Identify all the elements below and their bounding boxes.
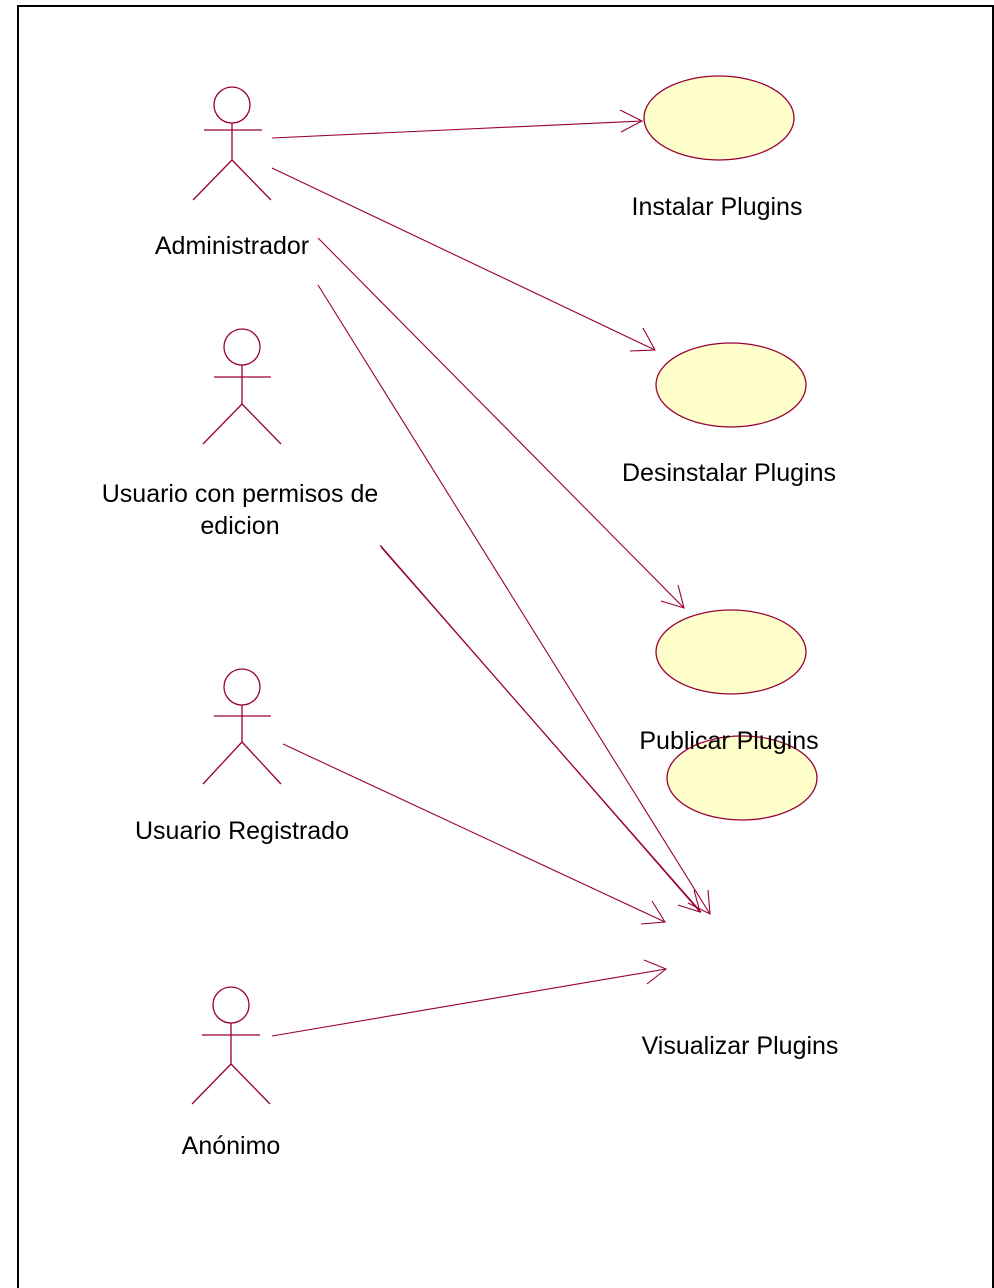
diagram-frame — [17, 5, 994, 1288]
association-admin-publicar[interactable] — [317, 237, 685, 609]
actor-label-editor-line1: Usuario con permisos de — [101, 480, 379, 508]
association-admin-instalar[interactable] — [271, 109, 644, 139]
usecase-label-desinstalar: Desinstalar Plugins — [622, 459, 836, 487]
usecase-label-instalar: Instalar Plugins — [631, 193, 803, 221]
actor-editor[interactable] — [202, 328, 282, 445]
actor-label-administrador: Administrador — [154, 232, 310, 260]
association-anonimo-visualizar[interactable] — [271, 959, 668, 1037]
actor-anonimo[interactable] — [191, 986, 271, 1105]
actor-administrador[interactable] — [192, 86, 272, 201]
usecase-publicar[interactable] — [655, 609, 807, 695]
usecase-desinstalar[interactable] — [655, 342, 807, 428]
association-registrado-visualizar[interactable] — [282, 743, 666, 925]
actor-label-anonimo: Anónimo — [181, 1132, 281, 1160]
association-admin-visualizar[interactable] — [317, 284, 711, 915]
association-editor-visualizar[interactable] — [379, 544, 702, 913]
association-admin-desinstalar[interactable] — [271, 167, 656, 352]
usecase-instalar[interactable] — [643, 75, 795, 161]
usecase-label-publicar: Publicar Plugins — [639, 727, 819, 755]
usecase-visualizar[interactable] — [666, 735, 818, 821]
actor-label-registrado: Usuario Registrado — [135, 817, 349, 845]
usecase-label-visualizar: Visualizar Plugins — [641, 1032, 839, 1060]
actor-registrado[interactable] — [202, 668, 282, 785]
actor-label-editor-line2: edicion — [200, 512, 280, 540]
